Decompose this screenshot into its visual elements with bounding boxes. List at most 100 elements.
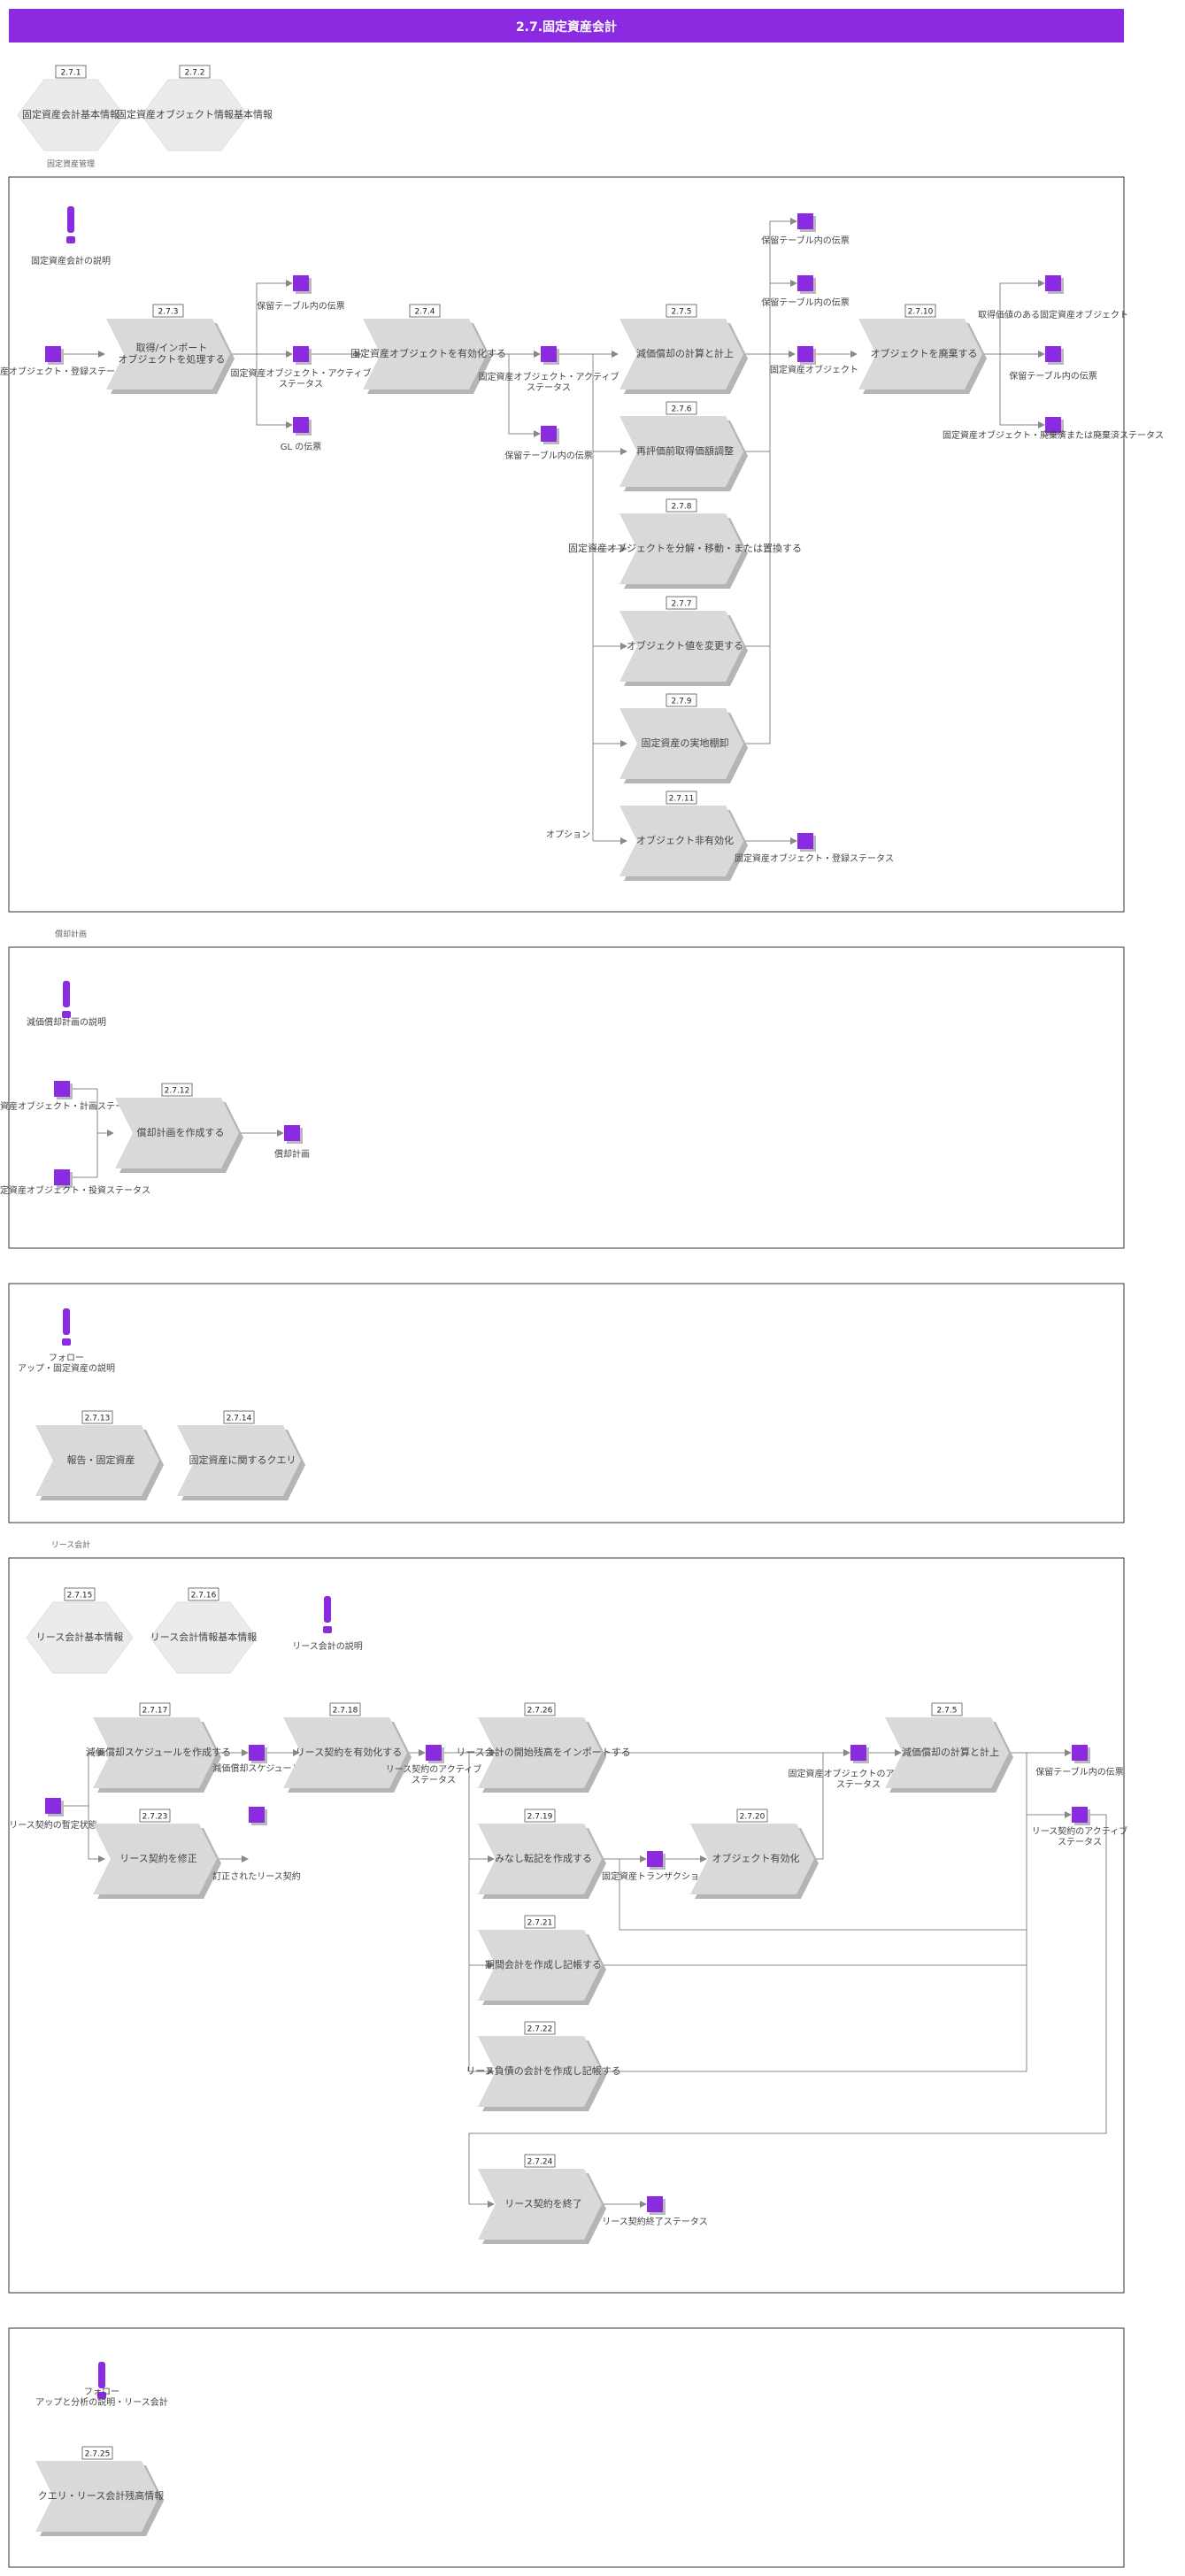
process-shape [106, 319, 230, 389]
event-e24[interactable]: リース契約のアクティブステータス [1032, 1807, 1127, 1847]
node-label: オブジェクト有効化 [712, 1852, 800, 1864]
option-label: オプション [546, 829, 590, 840]
process-id-box [55, 65, 87, 79]
node-label: クエリ・リース会計残高情報 [38, 2489, 164, 2502]
process-id: 2.7.10 [908, 307, 934, 316]
process-p277[interactable]: オブジェクト値を変更する [619, 611, 748, 686]
process-shape [93, 1824, 217, 1894]
process-p2719[interactable]: みなし転記を作成する [478, 1824, 606, 1899]
event-e15[interactable]: 固定資産オブジェクト・投資ステータス [0, 1169, 150, 1196]
process-id: 2.7.19 [527, 1812, 553, 1821]
event-label: 保留テーブル内の伝票 [761, 297, 849, 308]
exclamation-icon [63, 1308, 70, 1335]
process-p2710[interactable]: オブジェクトを廃棄する [858, 319, 987, 394]
event-e21[interactable]: 固定資産トランザクション [602, 1851, 708, 1882]
process-shape [35, 1425, 159, 1496]
process-p275[interactable]: 減価償却の計算と計上 [619, 319, 748, 394]
event-e23[interactable]: 保留テーブル内の伝票 [1035, 1745, 1124, 1778]
process-id-box [64, 1587, 96, 1601]
hexagon-h272[interactable]: 固定資産オブジェクト情報基本情報 [117, 79, 273, 151]
process-p273[interactable]: 取得/インポートオブジェクトを処理する [106, 319, 235, 394]
process-shape [619, 611, 743, 682]
event-icon [541, 346, 557, 362]
process-p2726[interactable]: リース会計の開始残高をインポートする [456, 1717, 631, 1793]
connector [999, 354, 1045, 428]
event-e17[interactable]: リース契約の暫定状態 [9, 1798, 97, 1831]
event-e19[interactable]: リース契約のアクティブステータス [386, 1745, 481, 1785]
process-p2720[interactable]: オブジェクト有効化 [690, 1824, 819, 1899]
node-label: オブジェクト非有効化 [636, 834, 734, 846]
page-title: 2.7.固定資産会計 [516, 19, 617, 35]
event-e4[interactable]: GL の伝票 [281, 417, 322, 452]
event-icon [249, 1807, 265, 1823]
process-p274[interactable]: 固定資産オブジェクトを有効化する [350, 319, 506, 394]
event-e25[interactable]: リース契約終了ステータス [602, 2196, 708, 2227]
process-shape [177, 1425, 301, 1496]
event-e3[interactable]: 固定資産オブジェクト・アクティブステータス [231, 346, 372, 389]
node-label: リース会計基本情報 [36, 1631, 123, 1643]
event-e20[interactable]: 訂正されたリース契約 [212, 1807, 301, 1882]
event-e11[interactable]: 保留テーブル内の伝票 [1009, 346, 1097, 382]
connector [88, 1806, 105, 1863]
event-e5[interactable]: 固定資産オブジェクト・アクティブステータス [479, 346, 619, 393]
note-label: フォローアップと分析の説明・リース会計 [35, 2387, 168, 2408]
process-p2712[interactable]: 償却計画を作成する [115, 1098, 243, 1173]
process-p2724[interactable]: リース契約を終了 [478, 2169, 606, 2244]
process-p276[interactable]: 再評価前取得価額調整 [619, 416, 748, 491]
event-label: 保留テーブル内の伝票 [1035, 1766, 1123, 1778]
process-p2714[interactable]: 固定資産に関するクエリ [177, 1425, 305, 1500]
event-e6[interactable]: 保留テーブル内の伝票 [504, 426, 593, 461]
process-id: 2.7.24 [527, 2157, 553, 2166]
event-e8[interactable]: 保留テーブル内の伝票 [761, 275, 850, 308]
process-p279[interactable]: 固定資産の実地棚卸 [619, 708, 748, 783]
event-e2[interactable]: 保留テーブル内の伝票 [257, 275, 345, 312]
process-id-box [179, 65, 211, 79]
node-label: オブジェクトを廃棄する [871, 347, 978, 359]
process-p2718[interactable]: リース契約を有効化する [283, 1717, 412, 1793]
process-p2713[interactable]: 報告・固定資産 [35, 1425, 164, 1500]
process-id-box [152, 304, 184, 318]
process-p2711[interactable]: オブジェクト非有効化 [619, 806, 748, 881]
process-p275b[interactable]: 減価償却の計算と計上 [885, 1717, 1013, 1793]
process-p2721[interactable]: 期間会計を作成し記帳する [478, 1930, 606, 2005]
hexagon-shape [26, 1601, 134, 1674]
event-icon [1072, 1807, 1088, 1823]
hexagon-h271[interactable]: 固定資産会計基本情報 [17, 79, 125, 151]
event-icon [1045, 346, 1061, 362]
process-id: 2.7.2 [185, 68, 205, 77]
event-icon [797, 346, 813, 362]
section-label: リース会計 [51, 1539, 91, 1550]
process-p2717[interactable]: 減価償却スケジュールを作成する [86, 1717, 231, 1793]
hexagon-h2715[interactable]: リース会計基本情報 [26, 1601, 134, 1674]
event-e16[interactable]: 償却計画 [274, 1125, 310, 1160]
process-id-box [329, 1702, 361, 1716]
process-p2725[interactable]: クエリ・リース会計残高情報 [35, 2461, 164, 2536]
note-n3: フォローアップ・固定資産の説明 [18, 1308, 115, 1374]
node-label: 期間会計を作成し記帳する [485, 1958, 602, 1971]
process-id: 2.7.5 [937, 1706, 958, 1715]
event-e9[interactable]: 固定資産オブジェクト [770, 346, 858, 375]
process-id: 2.7.3 [158, 307, 179, 316]
process-shape [478, 1930, 602, 2001]
connector [71, 1133, 98, 1178]
hexagon-shape [150, 1601, 258, 1674]
process-p278[interactable]: 固定資産オブジェクトを分解・移動・または置換する [568, 513, 802, 589]
connector [71, 1088, 114, 1137]
node-label: 固定資産オブジェクト情報基本情報 [117, 108, 273, 120]
event-icon [45, 346, 61, 362]
node-label: リース会計の開始残高をインポートする [456, 1746, 630, 1758]
event-e18[interactable]: 減価償却スケジュール [212, 1745, 301, 1774]
connector [602, 1753, 1027, 2072]
note-n1: 固定資産会計の説明 [31, 206, 111, 266]
hexagon-h2716[interactable]: リース会計情報基本情報 [150, 1601, 258, 1674]
event-icon [1045, 417, 1061, 433]
event-e1[interactable]: 固定資産オブジェクト・登録ステータス [0, 346, 133, 377]
event-e10[interactable]: 取得価値のある固定資産オブジェクト [978, 275, 1128, 320]
event-e7[interactable]: 保留テーブル内の伝票 [761, 213, 850, 246]
process-id-box [524, 2154, 556, 2168]
process-p2723[interactable]: リース契約を修正 [93, 1824, 221, 1899]
event-e13[interactable]: 固定資産オブジェクト・登録ステータス [735, 833, 894, 864]
event-e12[interactable]: 固定資産オブジェクト・廃棄済または廃棄済ステータス [943, 417, 1164, 441]
event-e14[interactable]: 固定資産オブジェクト・計画ステータス [0, 1081, 142, 1112]
process-p2722[interactable]: リース負債の会計を作成し記帳する [466, 2036, 621, 2111]
